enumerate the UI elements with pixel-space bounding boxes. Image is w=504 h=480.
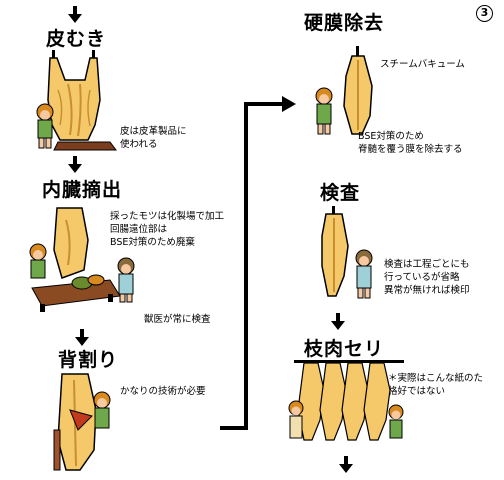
down-arrow-icon <box>68 6 82 23</box>
step-title-dura-removal: 硬膜除去 <box>304 12 385 34</box>
caption-vet-inspection: 獣医が常に検査 <box>144 314 211 325</box>
caption-skinning: 皮は皮革製品に 使われる <box>120 126 187 150</box>
dura-removal-illustration <box>315 46 373 135</box>
carcass-auction-illustration <box>288 360 404 441</box>
down-arrow-icon <box>339 456 353 473</box>
caption-evisceration: 採ったモツは化製場で加工 回腸遠位部は BSE対策のため廃棄 <box>110 211 225 248</box>
caption-steam-vacuum: スチームバキューム <box>380 59 465 70</box>
step-title-evisceration: 内臓摘出 <box>42 179 123 201</box>
caption-carcass-auction: ＊実際はこんな紙のた 格好ではない <box>388 373 484 397</box>
step-title-splitting: 背割り <box>58 349 119 371</box>
carcass-splitting-illustration <box>53 373 111 471</box>
down-arrow-icon <box>331 313 345 330</box>
evisceration-illustration <box>29 207 135 312</box>
step-title-carcass-auction: 枝肉セリ <box>304 338 385 360</box>
caption-dura-removal: BSE対策のため 脊髄を覆う膜を除去する <box>358 131 463 155</box>
step-title-skinning: 皮むき <box>46 28 107 50</box>
down-arrow-icon <box>75 329 89 346</box>
flow-connector-arrow <box>220 96 296 430</box>
page-number-badge: 3 <box>476 5 493 22</box>
caption-splitting: かなりの技術が必要 <box>120 386 206 397</box>
step-title-inspection: 検査 <box>320 182 361 204</box>
hanging-carcass-skinning-illustration <box>36 50 117 151</box>
page-number: 3 <box>480 6 489 19</box>
inspection-illustration <box>321 206 373 299</box>
down-arrow-icon <box>68 156 82 173</box>
caption-inspection: 検査は工程ごとにも 行っているが省略 異常が無ければ検印 <box>384 259 470 296</box>
